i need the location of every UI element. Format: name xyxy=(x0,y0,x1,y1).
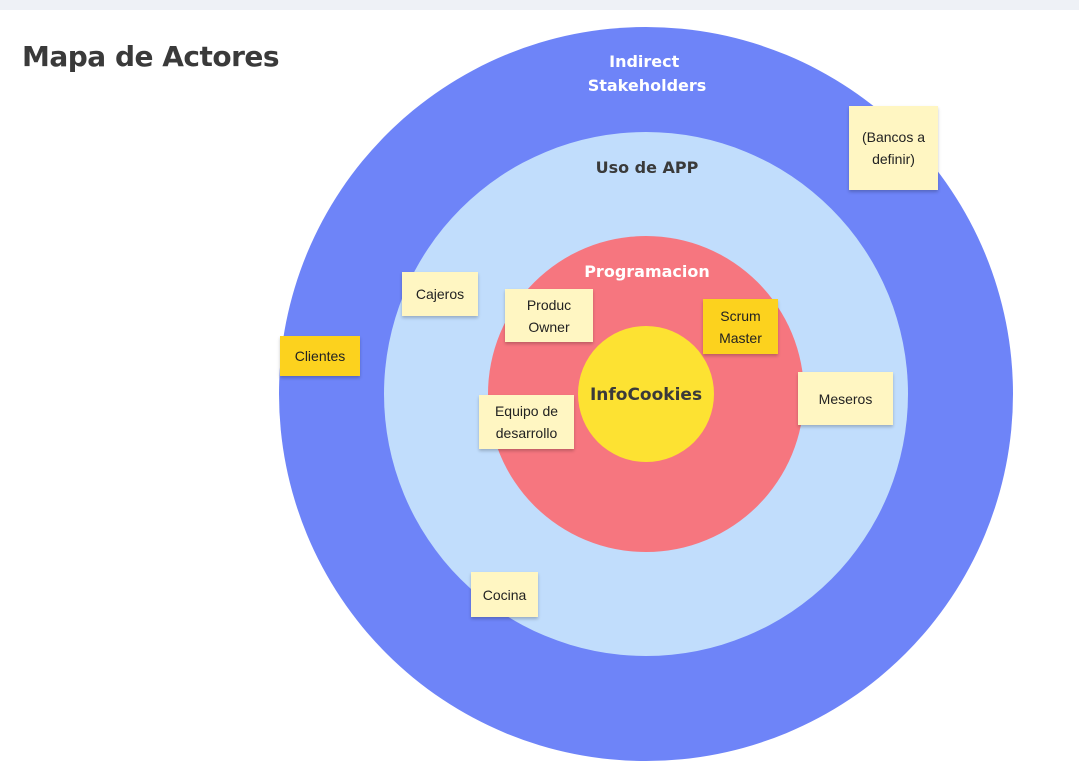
ring-label-programacion: Programacion xyxy=(584,262,710,281)
ring-label-uso-de-app: Uso de APP xyxy=(596,158,699,177)
sticky-note-scrum-master[interactable]: Scrum Master xyxy=(703,299,778,354)
sticky-note-meseros[interactable]: Meseros xyxy=(798,372,893,425)
center-core[interactable] xyxy=(578,326,714,462)
sticky-note-bancos[interactable]: (Bancos a definir) xyxy=(849,106,938,190)
sticky-note-produc-owner[interactable]: Produc Owner xyxy=(505,289,593,342)
sticky-note-equipo-de-desarrollo[interactable]: Equipo de desarrollo xyxy=(479,395,574,449)
sticky-note-cajeros[interactable]: Cajeros xyxy=(402,272,478,316)
sticky-note-clientes[interactable]: Clientes xyxy=(280,336,360,376)
ring-label-line-1: Indirect xyxy=(609,52,680,71)
top-toolbar-strip xyxy=(0,0,1079,10)
page-title: Mapa de Actores xyxy=(22,40,280,73)
ring-label-line-2: Stakeholders xyxy=(588,76,707,95)
ring-label-indirect-stakeholders: Indirect Stakeholders xyxy=(588,52,707,95)
center-label-infocookies: InfoCookies xyxy=(590,385,702,405)
sticky-note-cocina[interactable]: Cocina xyxy=(471,572,538,617)
